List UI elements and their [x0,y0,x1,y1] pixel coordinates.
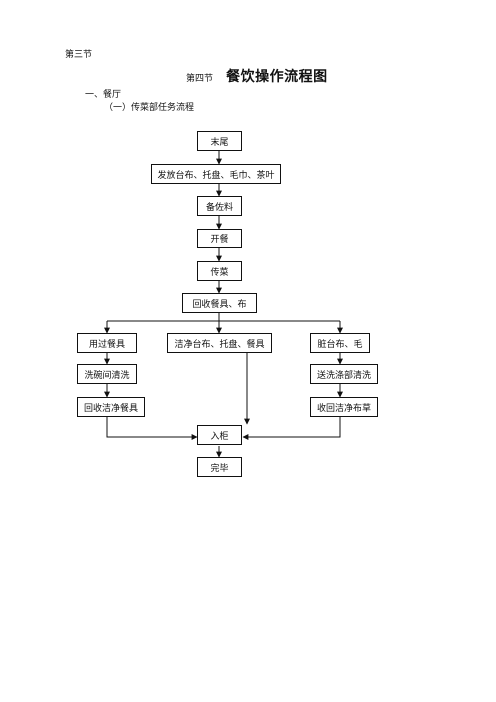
heading-restaurant: 一、餐厅 [85,90,122,100]
heading-task-flow: （一）传菜部任务流程 [104,103,195,113]
page-title: 餐饮操作流程图 [226,69,328,85]
page-title-row: 第四节 餐饮操作流程图 [186,66,328,86]
flow-node-distribute-linens: 发放台布、托盘、毛巾、茶叶 [151,164,281,184]
flow-node-collect-tableware: 回收餐具、布 [182,293,257,313]
flow-node-dishwashing: 洗碗间清洗 [77,364,137,384]
flow-node-used-tableware: 用过餐具 [77,333,137,353]
arrow-left3-n7 [106,416,198,440]
flow-node-finish: 完毕 [197,457,242,477]
flow-node-collect-clean-tableware: 回收洁净餐具 [77,397,145,417]
flow-node-laundry-wash: 送洗涤部清洗 [310,364,378,384]
flow-node-dirty-linens: 脏台布、毛 [310,333,370,353]
previous-section-label: 第三节 [65,50,93,60]
flow-node-deliver-dishes: 传菜 [197,261,242,281]
flow-node-clean-items: 洁净台布、托盘、餐具 [167,333,272,353]
flow-node-prepare-condiments: 备佐料 [197,196,242,216]
flow-node-start: 末尾 [197,131,242,151]
arrow-right3-n7 [242,416,341,440]
flow-node-collect-clean-linens: 收回洁净布草 [310,397,378,417]
flow-node-store-cabinet: 入柜 [197,425,242,445]
flow-node-open-service: 开餐 [197,229,242,248]
section-number: 第四节 [186,74,214,84]
